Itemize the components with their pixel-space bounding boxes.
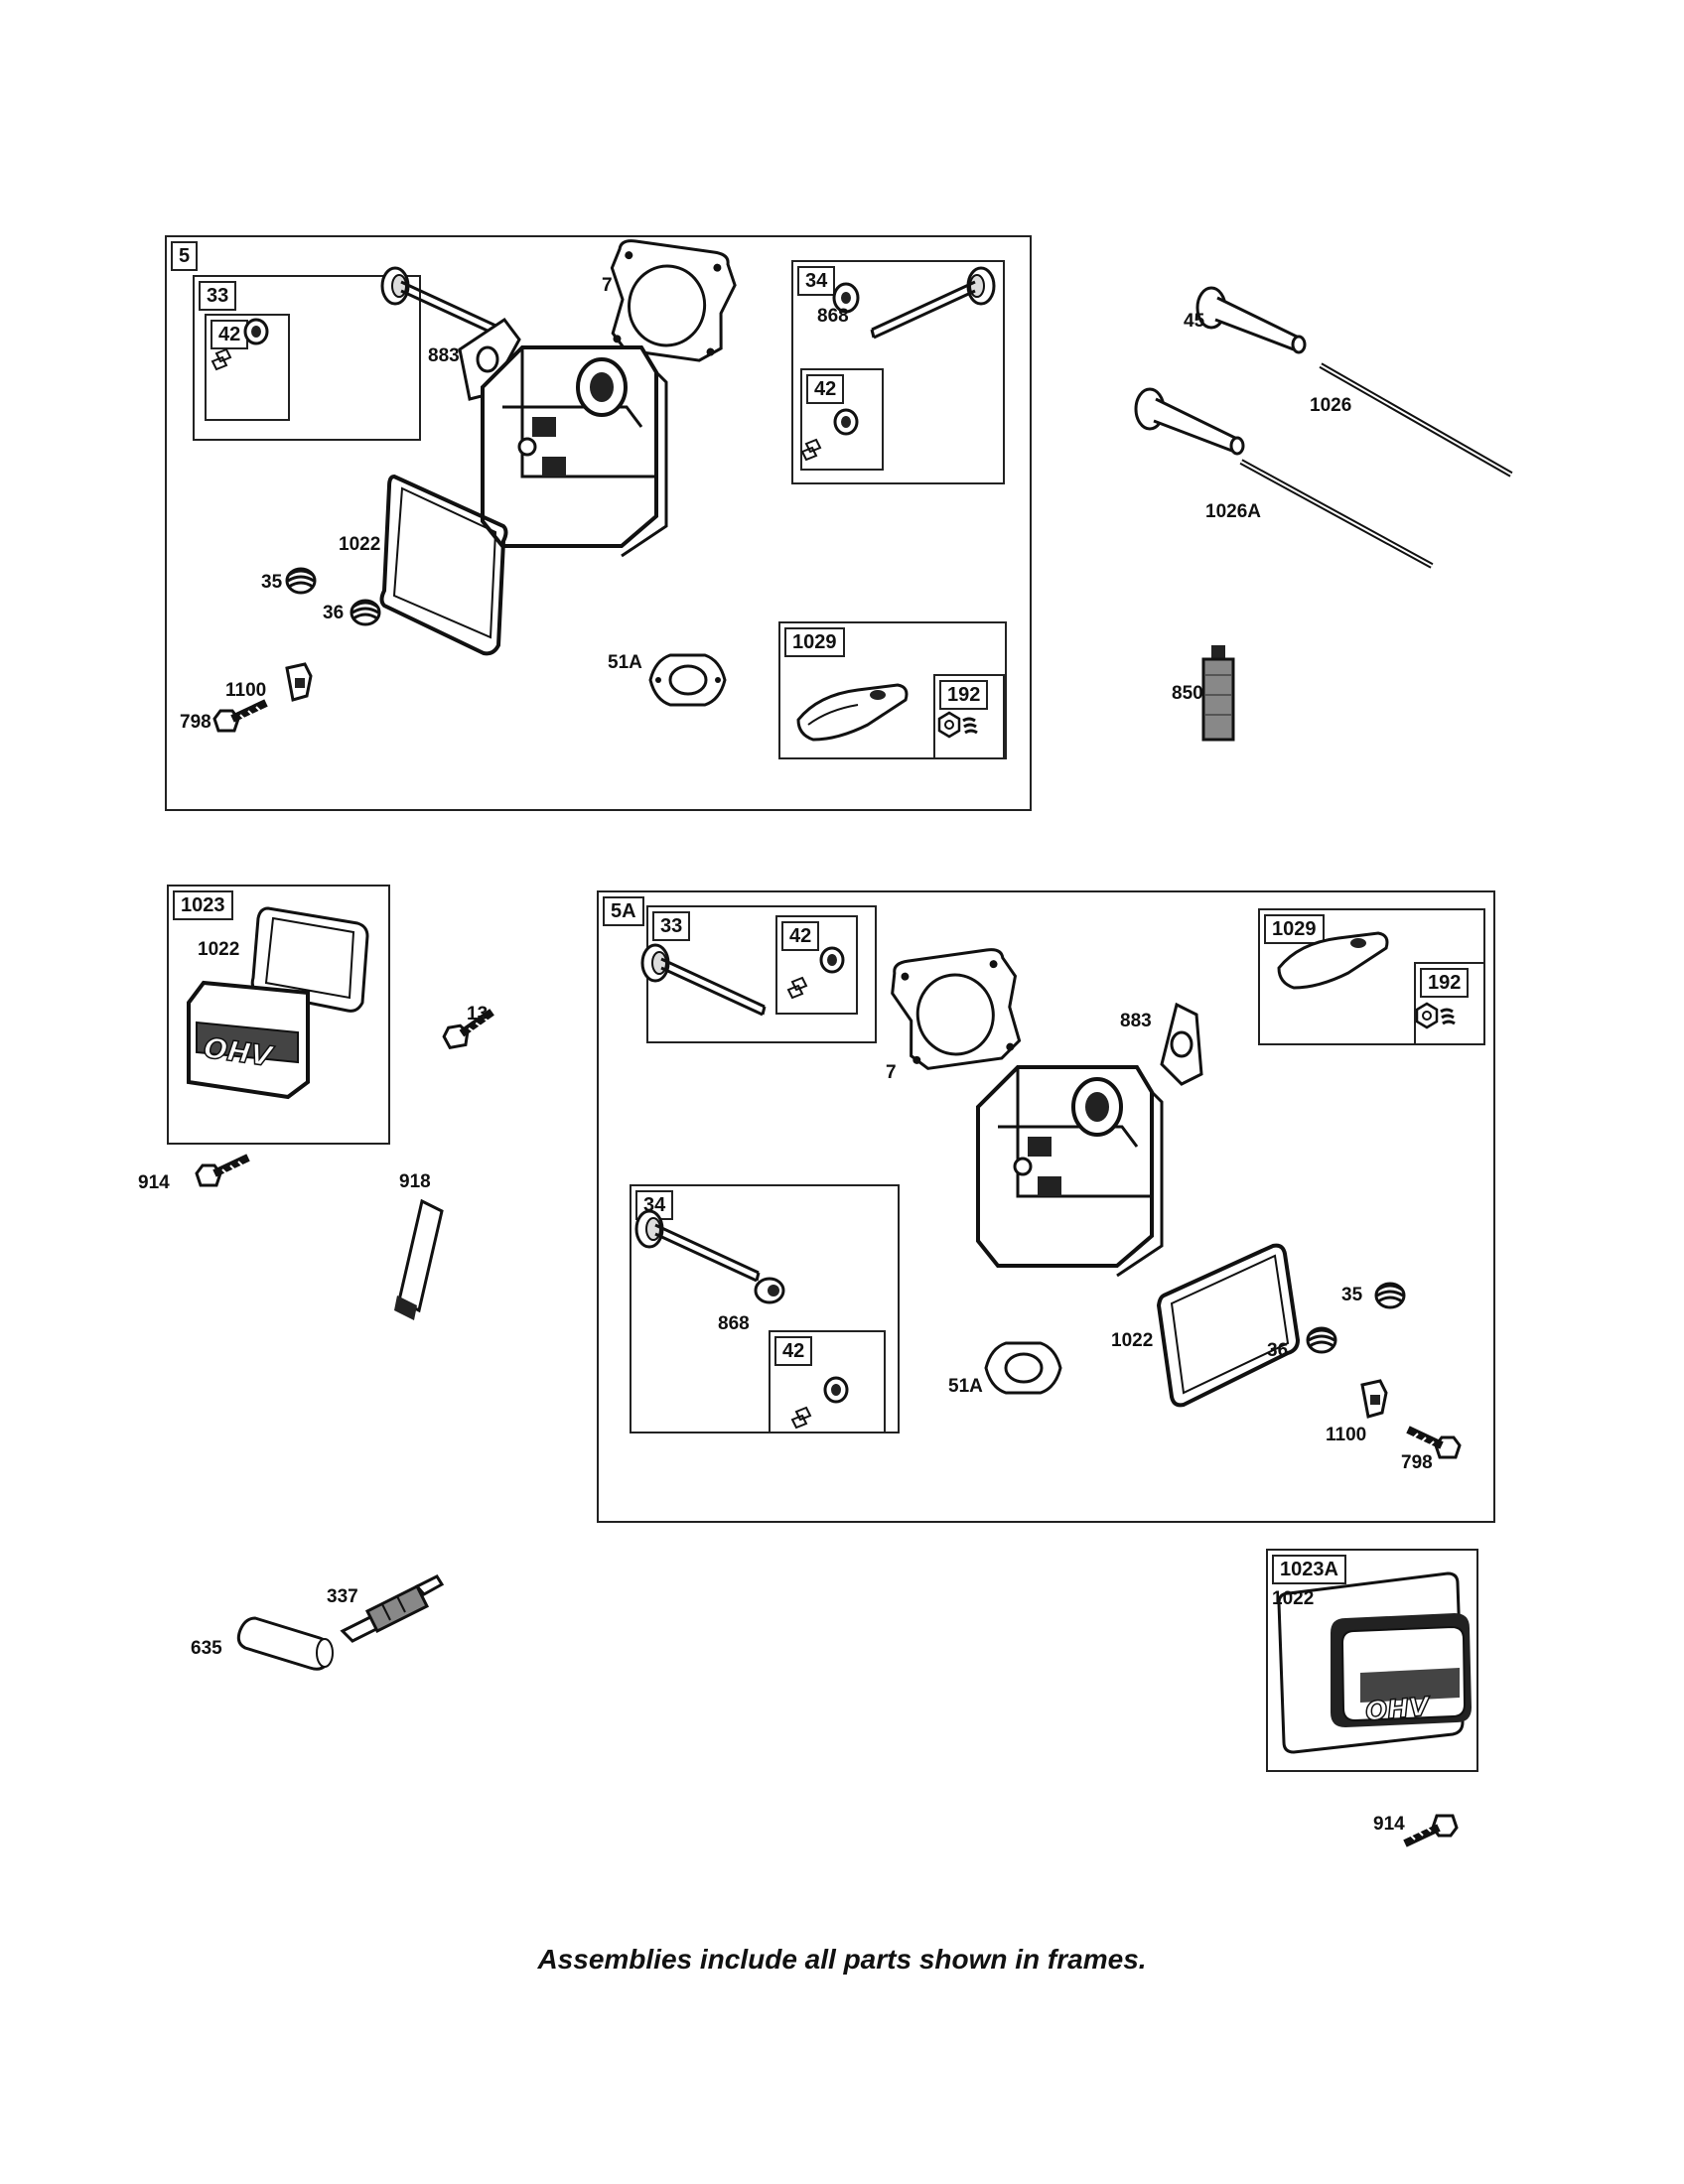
- assembly-5-nut-192-frame: 192: [933, 674, 1005, 759]
- assembly-5-rocker-1029-tag: 1029: [784, 627, 845, 657]
- callout-1026A: 1026A: [1205, 501, 1261, 522]
- assembly-5-nut-192-tag: 192: [939, 680, 989, 710]
- assembly-5-valve-34-frame: 34: [791, 260, 1005, 484]
- callout-883-a5A: 883: [1120, 1011, 1152, 1031]
- callout-914-right: 914: [1373, 1814, 1405, 1835]
- assembly-5A-keeper-42a-tag: 42: [781, 921, 820, 951]
- assembly-5A-nut-192-tag: 192: [1420, 968, 1470, 998]
- callout-1100-a5A: 1100: [1326, 1425, 1367, 1445]
- callout-635: 635: [191, 1638, 222, 1659]
- assembly-5-tag: 5: [171, 241, 199, 271]
- callout-883-a5: 883: [428, 345, 460, 366]
- callout-36-a5A: 36: [1267, 1340, 1289, 1361]
- assembly-5-frame: 5: [165, 235, 1032, 811]
- assembly-5A-keeper-42a-frame: 42: [775, 915, 858, 1015]
- assembly-5A-frame: 5A: [597, 890, 1495, 1523]
- footer-note: Assemblies include all parts shown in fr…: [537, 1944, 1147, 1975]
- assembly-5A-tag: 5A: [603, 896, 644, 926]
- callout-1022-a5: 1022: [339, 534, 381, 555]
- callout-1022-a1023: 1022: [198, 939, 240, 960]
- callout-868-a5: 868: [817, 306, 849, 327]
- cover-ohv-logo-1023A: OHV: [1364, 1692, 1432, 1727]
- assembly-1023A-frame: 1023A: [1266, 1549, 1478, 1772]
- callout-918: 918: [399, 1171, 431, 1192]
- callout-35-a5A: 35: [1341, 1285, 1363, 1305]
- assembly-5A-keeper-42b-frame: 42: [769, 1330, 886, 1433]
- assembly-5A-valve-33-tag: 33: [652, 911, 691, 941]
- assembly-5A-rocker-1029-frame: 1029: [1258, 908, 1485, 1045]
- assembly-1023-tag: 1023: [173, 890, 233, 920]
- callout-51A-a5A: 51A: [948, 1376, 983, 1397]
- assembly-5-valve-34-tag: 34: [797, 266, 836, 296]
- callout-45: 45: [1184, 311, 1205, 332]
- callout-51A-a5: 51A: [608, 652, 642, 673]
- assembly-1023A-tag: 1023A: [1272, 1555, 1346, 1584]
- assembly-5-rocker-1029-frame: 1029: [778, 621, 1007, 759]
- callout-1022-a5A: 1022: [1111, 1330, 1154, 1351]
- callout-1022-a1023A: 1022: [1272, 1588, 1315, 1609]
- assembly-5-keeper-42b-tag: 42: [806, 374, 845, 404]
- assembly-1023-frame: 1023: [167, 885, 390, 1145]
- assembly-5-valve-33-frame: 33: [193, 275, 421, 441]
- callout-914-left: 914: [138, 1172, 170, 1193]
- callout-798-a5A: 798: [1401, 1452, 1433, 1473]
- assembly-5A-rocker-1029-tag: 1029: [1264, 914, 1325, 944]
- callout-7-a5: 7: [602, 275, 613, 296]
- assembly-5-valve-33-tag: 33: [199, 281, 237, 311]
- callout-850: 850: [1172, 683, 1203, 704]
- callout-13: 13: [467, 1004, 489, 1024]
- assembly-5A-nut-192-frame: 192: [1414, 962, 1485, 1045]
- callout-868-a5A: 868: [718, 1313, 750, 1334]
- callout-798-a5: 798: [180, 712, 211, 733]
- callout-337: 337: [327, 1586, 358, 1607]
- callout-1100-a5: 1100: [225, 680, 267, 701]
- callout-7-a5A: 7: [886, 1062, 897, 1083]
- assembly-5A-valve-33-frame: 33: [646, 905, 877, 1043]
- assembly-5A-keeper-42b-tag: 42: [774, 1336, 813, 1366]
- assembly-5-keeper-42b-frame: 42: [800, 368, 884, 471]
- callout-35-a5: 35: [261, 572, 283, 593]
- callout-36-a5: 36: [323, 603, 345, 623]
- callout-1026: 1026: [1310, 395, 1352, 416]
